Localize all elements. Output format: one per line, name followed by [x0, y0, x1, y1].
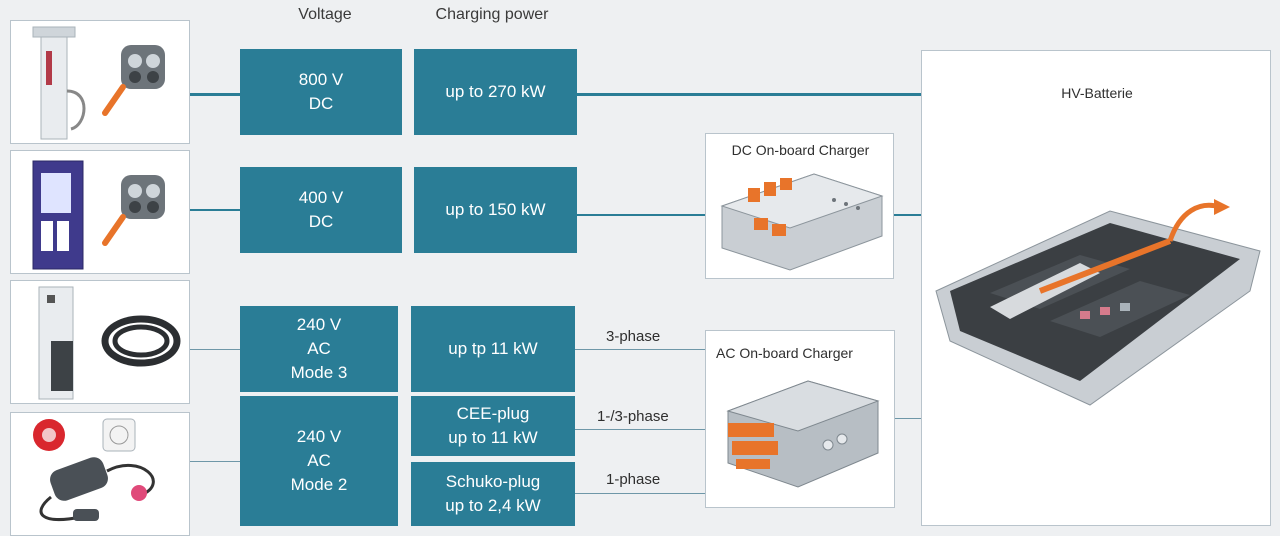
ac-onboard-charger-unit-icon	[726, 380, 880, 488]
voltage-box-line: 240 V	[296, 427, 342, 446]
ac-onboard-charger-panel: AC On-board Charger	[705, 330, 895, 508]
charger-ac-mode2-panel	[10, 412, 190, 536]
voltage-box-line: AC	[307, 451, 331, 470]
voltage-box-line: 800 V	[298, 70, 344, 89]
charger-400v-panel	[10, 150, 190, 274]
voltage-box-line: DC	[308, 94, 334, 113]
hpc-charging-pillar-icon	[32, 26, 165, 140]
hv-battery-title: HV-Batterie	[1061, 85, 1133, 101]
power-box-line: up to 11 kW	[448, 428, 538, 447]
dc-fast-charger-station-icon	[32, 160, 165, 270]
dc-onboard-charger-title: DC On-board Charger	[731, 142, 870, 158]
voltage-box-line: AC	[307, 339, 331, 358]
charger-ac-mode3-panel	[10, 280, 190, 404]
phase-label-1: 1-phase	[606, 471, 661, 488]
portable-charging-cable-icon	[33, 418, 155, 522]
charger-800v-panel	[10, 20, 190, 144]
ac-wallbox-icon	[38, 286, 181, 400]
voltage-header: Voltage	[298, 6, 352, 23]
voltage-box-240v-mode3: 240 V AC Mode 3	[240, 306, 398, 392]
phase-label-3: 3-phase	[606, 328, 661, 345]
voltage-box-line: DC	[308, 212, 334, 231]
dc-onboard-charger-unit-icon	[720, 173, 884, 271]
dc-onboard-charger-panel: DC On-board Charger	[705, 133, 894, 279]
ac-onboard-charger-title: AC On-board Charger	[716, 345, 853, 361]
power-box-line: up to 270 kW	[445, 82, 546, 101]
phase-label-1-3: 1-/3-phase	[597, 408, 669, 425]
voltage-box-240v-mode2: 240 V AC Mode 2	[240, 396, 398, 526]
power-box-line: up to 2,4 kW	[445, 496, 541, 515]
power-box-cee-plug: CEE-plug up to 11 kW	[411, 396, 575, 456]
power-box-150kw: up to 150 kW	[414, 167, 577, 253]
voltage-box-line: 240 V	[296, 315, 342, 334]
power-box-270kw: up to 270 kW	[414, 49, 577, 135]
voltage-box-line: Mode 3	[290, 363, 348, 382]
voltage-box-400v: 400 V DC	[240, 167, 402, 253]
hv-battery-pack-icon	[935, 199, 1261, 406]
power-box-schuko-plug: Schuko-plug up to 2,4 kW	[411, 462, 575, 526]
power-box-line: up to 150 kW	[445, 200, 546, 219]
voltage-box-800v: 800 V DC	[240, 49, 402, 135]
hv-battery-panel: HV-Batterie	[921, 50, 1271, 526]
power-box-line: up tp 11 kW	[448, 339, 538, 358]
power-box-line: CEE-plug	[456, 404, 530, 423]
charging-power-header: Charging power	[435, 6, 549, 23]
voltage-box-line: 400 V	[298, 188, 344, 207]
power-box-11kw: up tp 11 kW	[411, 306, 575, 392]
voltage-box-line: Mode 2	[290, 475, 348, 494]
power-box-line: Schuko-plug	[445, 472, 541, 491]
